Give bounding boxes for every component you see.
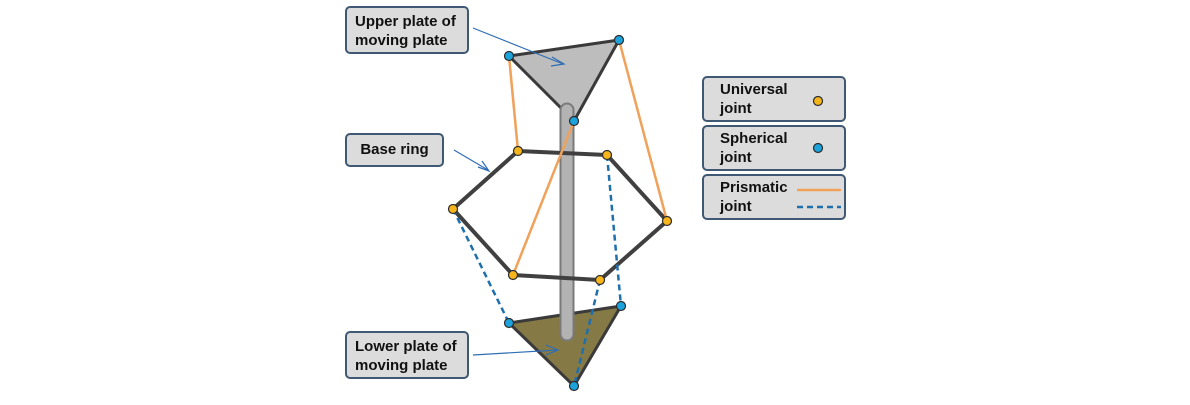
upper-plate-label: Upper plate of moving plate bbox=[345, 6, 469, 54]
spherical-joint bbox=[615, 300, 627, 312]
base-ring-arrowhead bbox=[477, 160, 491, 173]
legend-universal-label: Universal joint bbox=[720, 81, 788, 117]
prismatic-legs-lower bbox=[451, 154, 623, 387]
legend-prismatic-joint: Prismatic joint bbox=[702, 174, 846, 220]
universal-joint bbox=[507, 269, 519, 281]
prismatic-leg-solid bbox=[511, 120, 576, 276]
spherical-joint bbox=[568, 115, 580, 127]
universal-joint bbox=[512, 145, 524, 157]
spherical-joints bbox=[503, 34, 627, 392]
prismatic-legs-upper bbox=[507, 39, 669, 276]
lower-plate-arrowhead bbox=[545, 344, 560, 356]
universal-joints bbox=[447, 145, 673, 286]
upper-plate-arrowhead bbox=[550, 56, 566, 67]
universal-joint-icon bbox=[812, 95, 824, 107]
prismatic-joint-icon bbox=[797, 188, 841, 209]
prismatic-leg-solid bbox=[507, 55, 520, 152]
spherical-joint bbox=[503, 50, 515, 62]
prismatic-leg-dashed bbox=[572, 279, 602, 387]
legend-spherical-joint: Spherical joint bbox=[702, 125, 846, 171]
universal-joint bbox=[601, 149, 613, 161]
prismatic-leg-dashed bbox=[451, 208, 511, 324]
callout-arrows bbox=[453, 27, 566, 356]
base-ring-label: Base ring bbox=[345, 133, 444, 167]
prismatic-leg-solid bbox=[617, 39, 669, 222]
universal-joint bbox=[661, 215, 673, 227]
spherical-joint bbox=[568, 380, 580, 392]
legend-prismatic-label: Prismatic joint bbox=[720, 179, 788, 215]
upper-plate-arrow bbox=[472, 27, 564, 65]
lower-plate-label: Lower plate of moving plate bbox=[345, 331, 469, 379]
spherical-joint bbox=[503, 317, 515, 329]
prismatic-leg-dashed bbox=[605, 154, 623, 307]
spherical-joint-icon bbox=[812, 142, 824, 154]
universal-joint bbox=[594, 274, 606, 286]
legend-spherical-label: Spherical joint bbox=[720, 130, 788, 166]
lower-plate-arrow bbox=[472, 349, 558, 356]
universal-joint bbox=[447, 203, 459, 215]
spherical-joint bbox=[613, 34, 625, 46]
base-ring-arrow bbox=[453, 149, 489, 171]
upper-plate bbox=[507, 38, 621, 123]
legend-universal-joint: Universal joint bbox=[702, 76, 846, 122]
